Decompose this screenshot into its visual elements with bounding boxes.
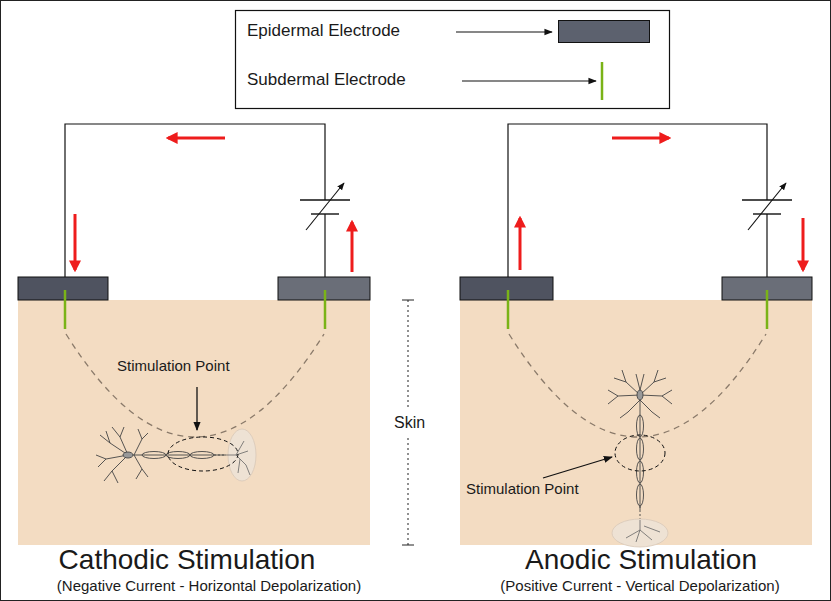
- stimulation-ring: [615, 435, 665, 471]
- battery-plate: [742, 199, 792, 200]
- current-arrow: [74, 214, 77, 270]
- skin-scale: [408, 438, 409, 545]
- current-arrow: [612, 137, 669, 140]
- leader-line: [196, 387, 197, 430]
- neuron: [96, 427, 256, 483]
- skin-scale: [402, 300, 414, 301]
- callout-label: Stimulation Point: [466, 480, 579, 497]
- legend-text: Epidermal Electrode: [247, 21, 400, 41]
- panel-subtitle: (Negative Current - Horizontal Depolariz…: [57, 577, 361, 594]
- legend-swatch: [558, 20, 650, 43]
- epidermal-electrode: [460, 277, 553, 300]
- callout-label: Stimulation Point: [117, 357, 230, 374]
- battery-plate: [300, 199, 350, 200]
- panel-subtitle: (Positive Current - Vertical Depolarizat…: [500, 577, 779, 594]
- wire: [766, 214, 767, 278]
- skin-scale: [408, 300, 409, 410]
- dimension-label: Skin: [392, 414, 427, 432]
- current-path: [66, 334, 324, 437]
- legend-leader: [462, 80, 596, 81]
- stimulation-ring: [168, 437, 238, 471]
- wire: [65, 124, 325, 290]
- legend-text: Subdermal Electrode: [247, 70, 406, 90]
- variable-arrow: [306, 183, 344, 230]
- wire: [508, 124, 767, 290]
- current-arrow: [351, 222, 354, 272]
- leader-line: [543, 457, 612, 478]
- wire: [324, 214, 325, 278]
- current-arrow: [168, 137, 225, 140]
- subdermal-sample: [601, 62, 604, 100]
- anodic-panel: [460, 124, 812, 547]
- current-path: [509, 334, 766, 437]
- skin-block: [460, 300, 812, 545]
- legend-box: [236, 11, 670, 109]
- skin-scale: [402, 545, 414, 546]
- skin-block: [18, 300, 370, 545]
- subdermal-electrode: [324, 290, 327, 329]
- legend-leader: [456, 31, 552, 32]
- variable-arrow: [748, 183, 786, 230]
- subdermal-electrode: [766, 290, 769, 329]
- panel-title: Anodic Stimulation: [525, 544, 757, 576]
- current-arrow: [519, 218, 522, 270]
- subdermal-electrode: [64, 290, 67, 329]
- battery-plate: [753, 213, 781, 214]
- battery-plate: [311, 213, 339, 214]
- neuron: [608, 370, 672, 547]
- current-arrow: [802, 218, 805, 270]
- subdermal-electrode: [507, 290, 510, 329]
- panel-title: Cathodic Stimulation: [59, 544, 316, 576]
- cathodic-panel: [18, 124, 370, 545]
- epidermal-electrode: [18, 277, 108, 300]
